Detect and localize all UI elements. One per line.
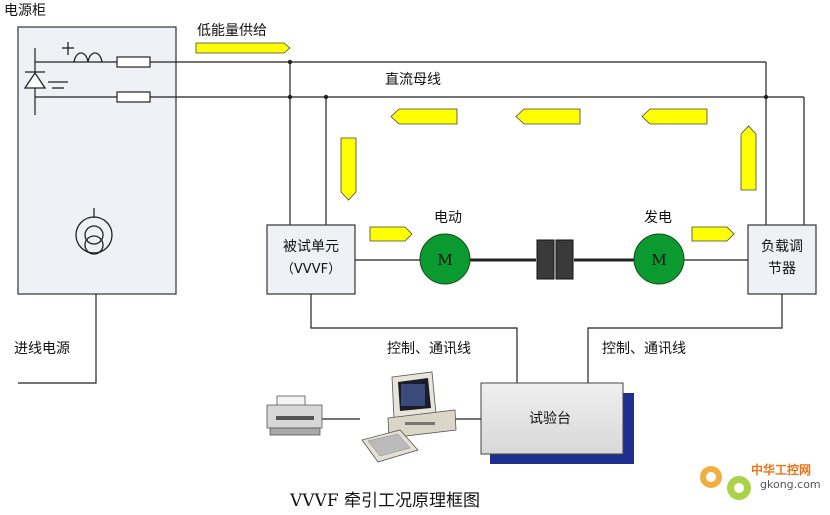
load-label-line2: 节器 — [768, 261, 796, 277]
generator-label: 发电 — [644, 210, 672, 226]
capacitor-icon — [62, 42, 103, 63]
computer-icon — [387, 371, 457, 439]
flow-arrow-bus-2 — [515, 108, 581, 125]
power-cabinet-label: 电源柜 — [4, 3, 46, 19]
gear-logo-icon — [700, 466, 751, 500]
coupling-left — [536, 239, 555, 280]
load-regulator-box — [747, 224, 817, 295]
low-energy-arrow — [195, 42, 291, 54]
low-energy-label: 低能量供给 — [197, 23, 267, 39]
diode-icon — [23, 71, 68, 89]
flow-arrow-left-down — [340, 137, 357, 201]
cabinet-internals — [34, 48, 290, 115]
resistor-top — [116, 56, 151, 68]
dut-label-line1: 被试单元 — [283, 239, 339, 255]
motor-symbol: M — [437, 251, 452, 269]
watermark-text: 中华工控网 — [751, 462, 811, 477]
control-lines — [310, 294, 783, 383]
flow-arrow-bus-1 — [390, 108, 458, 125]
control-comm-right-label: 控制、通讯线 — [602, 341, 686, 357]
dc-bus-label: 直流母线 — [385, 71, 441, 88]
test-bench-box — [480, 382, 624, 455]
diagram-caption: VVVF 牵引工况原理框图 — [289, 491, 480, 511]
test-bench-label: 试验台 — [529, 411, 571, 427]
bus-junction-dots — [287, 59, 769, 100]
transformer-icon — [75, 208, 113, 255]
generator-symbol: M — [651, 251, 666, 269]
incoming-power-line — [18, 294, 97, 384]
dut-label-line2: （VVVF） — [281, 262, 341, 277]
keyboard-icon — [361, 429, 419, 463]
flow-arrow-bus-3 — [641, 108, 708, 125]
incoming-power-label: 进线电源 — [14, 341, 70, 357]
coupling-right — [555, 239, 574, 280]
control-comm-left-label: 控制、通讯线 — [387, 341, 471, 357]
motor-circle — [419, 233, 471, 285]
load-label-line1: 负载调 — [761, 239, 803, 255]
flow-arrow-right-up — [740, 125, 757, 191]
printer-icon — [266, 395, 323, 436]
flow-arrow-to-motor — [369, 226, 413, 242]
watermark-url: gkong.com — [760, 478, 821, 491]
dc-bus-lines — [289, 61, 805, 225]
dut-box — [266, 224, 356, 295]
resistor-bottom — [116, 91, 151, 103]
flow-arrow-to-load — [691, 226, 735, 242]
motor-label: 电动 — [434, 210, 462, 226]
generator-circle — [633, 233, 685, 285]
